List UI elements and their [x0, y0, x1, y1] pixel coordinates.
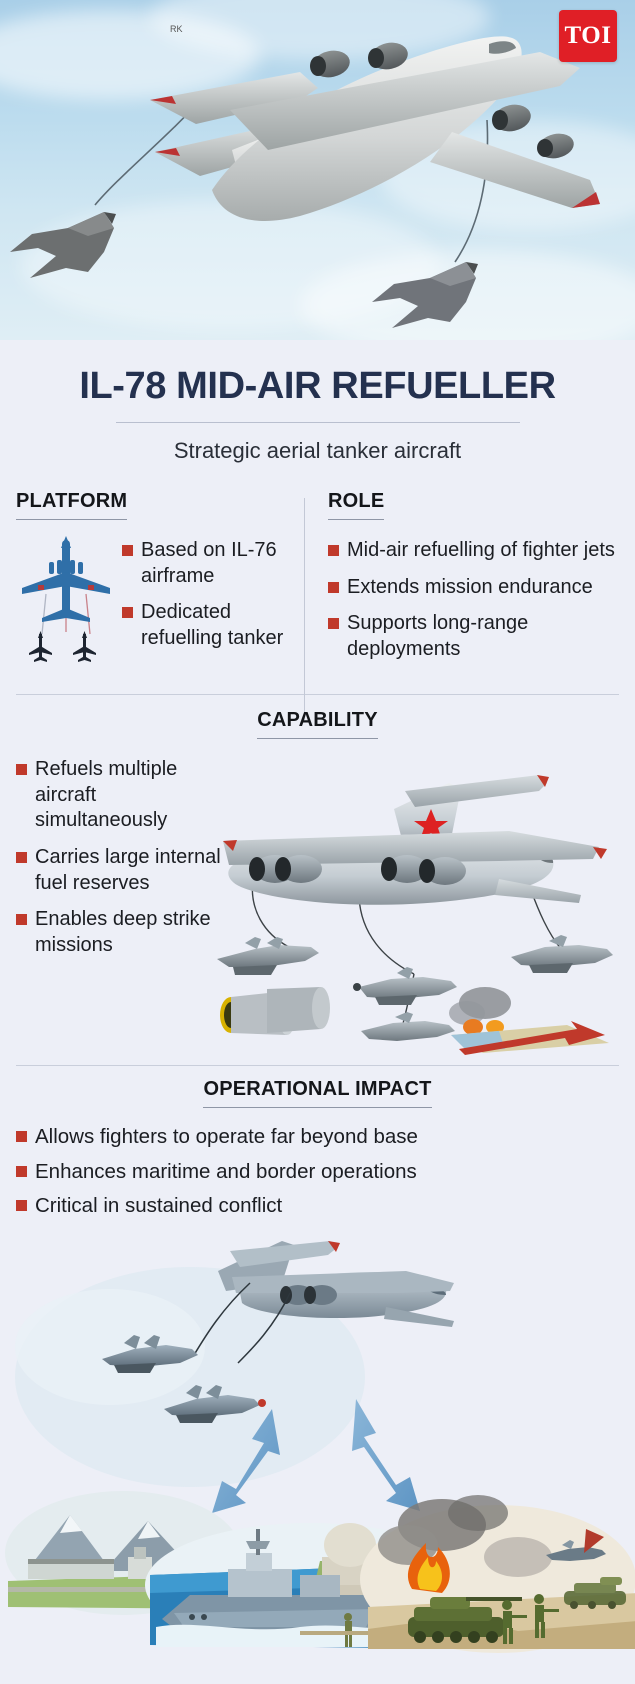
capability-heading: CAPABILITY — [257, 709, 378, 740]
bullet-text: Mid-air refuelling of fighter jets — [347, 539, 615, 562]
bullet-text: Carries large internal fuel reserves — [35, 846, 221, 894]
bullet-text: Supports long-range deployments — [347, 612, 529, 661]
bullet-text: Allows fighters to operate far beyond ba… — [35, 1125, 418, 1149]
list-item: Refuels multiple aircraft simultaneously — [16, 757, 231, 834]
bullet-text: Enables deep strike missions — [35, 908, 211, 956]
operational-impact-illustration — [0, 1227, 635, 1653]
section-divider — [16, 694, 619, 696]
role-heading: ROLE — [328, 490, 385, 521]
list-item: Allows fighters to operate far beyond ba… — [16, 1124, 619, 1150]
svg-text:RK: RK — [170, 24, 183, 34]
tanker-plane-top-view-icon — [16, 526, 116, 676]
bullet-square-icon — [122, 607, 133, 619]
bullet-square-icon — [328, 545, 339, 557]
page-subtitle: Strategic aerial tanker aircraft — [173, 438, 462, 464]
operational-impact-bullets: Allows fighters to operate far beyond ba… — [16, 1124, 619, 1219]
role-section: ROLE Mid-air refuelling of fighter jets … — [306, 490, 619, 676]
bullet-text: Enhances maritime and border operations — [35, 1159, 417, 1183]
list-item: Dedicated refuelling tanker — [122, 600, 292, 651]
bullet-text: Dedicated refuelling tanker — [141, 601, 284, 650]
title-block: IL-78 MID-AIR REFUELLER Strategic aerial… — [0, 340, 635, 464]
platform-role-row: PLATFORM — [0, 490, 635, 721]
column-divider — [304, 498, 305, 721]
list-item: Supports long-range deployments — [328, 611, 619, 662]
toi-logo: TOI — [559, 10, 617, 62]
operational-impact-section: OPERATIONAL IMPACT Allows fighters to op… — [0, 1078, 635, 1219]
hero-aircraft-artwork: RK — [10, 24, 600, 328]
platform-heading: PLATFORM — [16, 490, 128, 521]
hero-image: RK TOI — [0, 0, 635, 340]
bullet-square-icon — [16, 1165, 27, 1177]
bullet-text: Refuels multiple aircraft simultaneously — [35, 758, 178, 832]
list-item: Mid-air refuelling of fighter jets — [328, 538, 619, 564]
list-item: Carries large internal fuel reserves — [16, 845, 231, 896]
bullet-text: Critical in sustained conflict — [35, 1193, 283, 1217]
list-item: Enables deep strike missions — [16, 907, 231, 958]
bullet-square-icon — [16, 764, 27, 776]
bullet-square-icon — [16, 852, 27, 864]
cloud-decor — [0, 10, 260, 100]
title-divider — [115, 422, 520, 424]
capability-section: CAPABILITY — [0, 709, 635, 1056]
bullet-text: Extends mission endurance — [347, 575, 593, 598]
role-bullets: Mid-air refuelling of fighter jets Exten… — [328, 538, 619, 662]
operational-impact-heading: OPERATIONAL IMPACT — [203, 1078, 432, 1109]
list-item: Based on IL-76 airframe — [122, 538, 292, 589]
capability-illustration — [209, 769, 629, 1056]
list-item: Extends mission endurance — [328, 575, 619, 601]
platform-bullets: Based on IL-76 airframe Dedicated refuel… — [116, 538, 292, 662]
bullet-square-icon — [328, 581, 339, 593]
list-item: Enhances maritime and border operations — [16, 1159, 619, 1185]
bullet-square-icon — [328, 618, 339, 630]
bullet-text: Based on IL-76 airframe — [141, 539, 277, 587]
page-title: IL-78 MID-AIR REFUELLER — [79, 365, 556, 407]
bullet-square-icon — [16, 1199, 27, 1211]
list-item: Critical in sustained conflict — [16, 1193, 619, 1219]
platform-section: PLATFORM — [16, 490, 306, 676]
section-divider — [16, 1065, 619, 1067]
bullet-square-icon — [16, 1131, 27, 1143]
capability-bullets: Refuels multiple aircraft simultaneously… — [16, 757, 231, 958]
toi-logo-text: TOI — [564, 22, 612, 49]
bullet-square-icon — [16, 914, 27, 926]
bullet-square-icon — [122, 545, 133, 557]
